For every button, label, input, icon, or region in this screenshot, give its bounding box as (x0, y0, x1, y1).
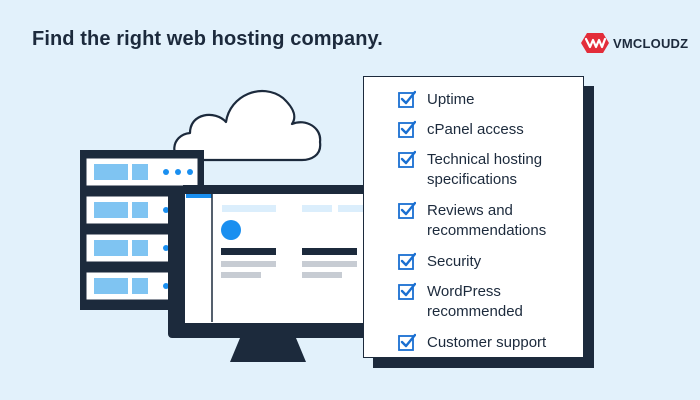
checked-checkbox-icon (398, 90, 416, 108)
checked-checkbox-icon (398, 282, 416, 300)
page-title: Find the right web hosting company. (32, 28, 383, 50)
monitor-icon (168, 185, 375, 362)
cloud-icon (173, 89, 322, 162)
checked-checkbox-icon (398, 252, 416, 270)
checklist-item-label: Security (427, 253, 482, 270)
brand-name: VMCLOUDZ (613, 35, 689, 51)
vm-wave-badge-icon (581, 33, 609, 53)
checked-checkbox-icon (398, 333, 416, 351)
checklist-item-label: WordPress recommended (427, 283, 523, 320)
checked-checkbox-icon (398, 120, 416, 138)
brand-logo: VMCLOUDZ (580, 32, 688, 54)
checklist-item-label: cPanel access (427, 121, 524, 138)
checked-checkbox-icon (398, 201, 416, 219)
checklist-item-label: Uptime (427, 91, 475, 108)
checklist-item-label: Technical hosting specifications (427, 151, 543, 188)
checklist-item-label: Customer support (427, 334, 547, 351)
checklist-item-label: Reviews and recommendations (427, 202, 547, 239)
checklist-card: Uptime cPanel access Technical hosting s… (363, 76, 584, 358)
checked-checkbox-icon (398, 150, 416, 168)
